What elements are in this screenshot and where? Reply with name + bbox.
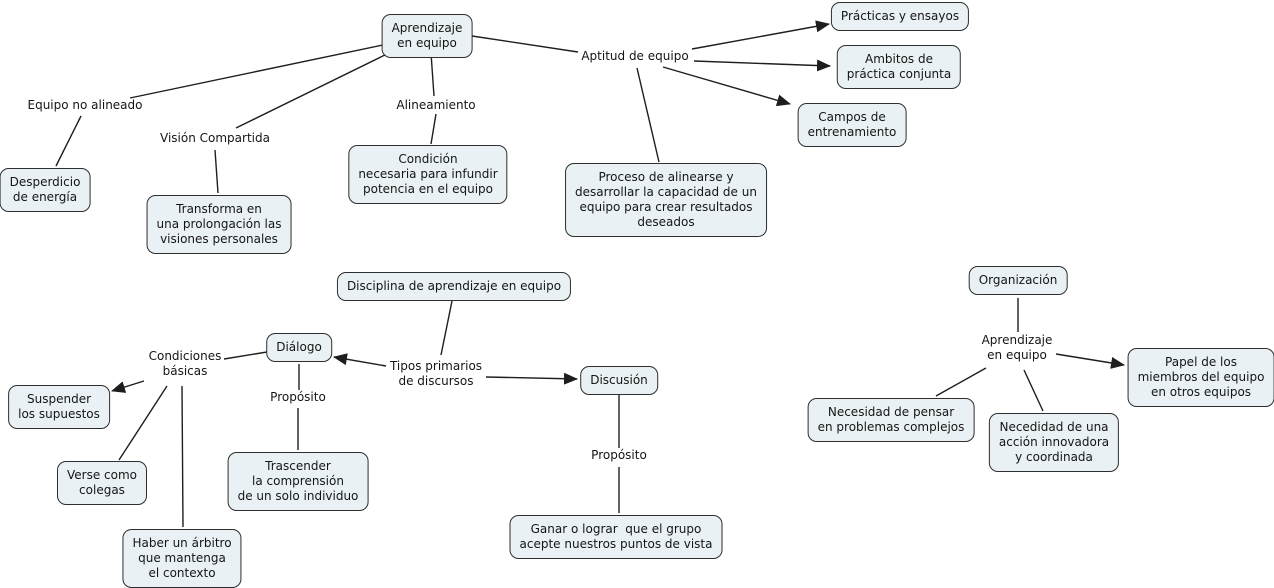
connector-aprendizaje-to-papel	[1055, 353, 1125, 369]
concept-node-condicion-necesaria[interactable]: Condición necesaria para infundir potenc…	[348, 145, 508, 204]
link-label-condiciones-basicas[interactable]: Condiciones básicas	[148, 349, 222, 378]
concept-node-transforma-prolongacion[interactable]: Transforma en una prolongación las visio…	[146, 195, 292, 254]
concept-node-organizacion[interactable]: Organización	[968, 266, 1068, 295]
connector-alineamiento-to-condicion	[430, 113, 437, 145]
concept-node-proceso-de-alinearse[interactable]: Proceso de alinearse y desarrollar la ca…	[565, 163, 767, 237]
link-label-proposito-dialogo[interactable]: Propósito	[270, 390, 326, 404]
link-label-vision-compartida[interactable]: Visión Compartida	[160, 131, 270, 145]
link-label-tipos-primarios[interactable]: Tipos primarios de discursos	[389, 359, 483, 388]
concept-node-papel-de-los-miembros[interactable]: Papel de los miembros del equipo en otro…	[1127, 348, 1274, 407]
connector-aptitud-to-campos	[662, 66, 791, 107]
connector-condiciones-to-suspender	[111, 380, 145, 393]
connector-aprendizaje-to-alineamiento	[430, 52, 435, 97]
connector-tipos-to-discusion	[485, 372, 578, 385]
concept-node-haber-un-arbitro[interactable]: Haber un árbitro que mantenga el context…	[122, 529, 242, 588]
concept-node-ambitos-de-practica[interactable]: Ambitos de práctica conjunta	[836, 45, 962, 89]
concept-node-practicas-y-ensayos[interactable]: Prácticas y ensayos	[830, 2, 970, 31]
concept-node-campos-de-entrenamiento[interactable]: Campos de entrenamiento	[797, 103, 907, 147]
concept-node-desperdicio-de-energia[interactable]: Desperdicio de energía	[0, 168, 91, 212]
connector-aprendizaje-to-equipo-no-alineado	[129, 44, 384, 99]
link-label-aprendizaje-en-equipo[interactable]: Aprendizaje en equipo	[981, 333, 1053, 362]
connector-tipos-to-dialogo	[333, 353, 387, 367]
concept-node-aprendizaje-en-equipo[interactable]: Aprendizaje en equipo	[381, 14, 473, 58]
connector-aprendizaje-to-necesidad	[935, 367, 987, 397]
connector-aprendizaje-to-vision-compartida	[235, 51, 392, 129]
concept-node-dialogo[interactable]: Diálogo	[266, 333, 332, 362]
connector-dialogo-to-condiciones	[223, 351, 268, 360]
link-label-equipo-no-alineado[interactable]: Equipo no alineado	[27, 98, 143, 112]
concept-node-suspender-supuestos[interactable]: Suspender los supuestos	[8, 385, 110, 429]
connector-condiciones-to-arbitro	[181, 385, 184, 528]
link-label-proposito-discusion[interactable]: Propósito	[591, 448, 647, 462]
concept-node-verse-como-colegas[interactable]: Verse como colegas	[56, 461, 148, 505]
concept-node-necesidad-de-pensar[interactable]: Necesidad de pensar en problemas complej…	[807, 398, 975, 442]
connector-aptitud-to-proceso	[636, 67, 660, 163]
link-label-alineamiento[interactable]: Alineamiento	[396, 98, 476, 112]
concept-node-discusion[interactable]: Discusión	[580, 366, 658, 395]
connector-condiciones-to-verse	[118, 385, 168, 461]
concept-node-disciplina-aprendizaje[interactable]: Disciplina de aprendizaje en equipo	[336, 272, 572, 301]
concept-node-trascender-comprension[interactable]: Trascender la comprensión de un solo ind…	[227, 452, 369, 511]
connector-aptitud-to-practicas	[691, 20, 830, 50]
connector-disciplina-to-tipos	[440, 300, 453, 356]
connector-equipo-no-alineado-to-desperdicio	[55, 115, 82, 167]
connector-aptitud-to-ambitos	[693, 59, 831, 72]
concept-node-ganar-o-lograr[interactable]: Ganar o lograr que el grupo acepte nuest…	[509, 515, 723, 559]
connector-vision-to-transforma	[214, 149, 219, 194]
connector-aprendizaje-to-aptitud	[471, 35, 579, 53]
concept-node-necedidad-accion[interactable]: Necedidad de una acción innovadora y coo…	[988, 413, 1120, 472]
connector-aprendizaje-to-necedidad	[1023, 369, 1044, 412]
link-label-aptitud-de-equipo[interactable]: Aptitud de equipo	[581, 49, 689, 63]
